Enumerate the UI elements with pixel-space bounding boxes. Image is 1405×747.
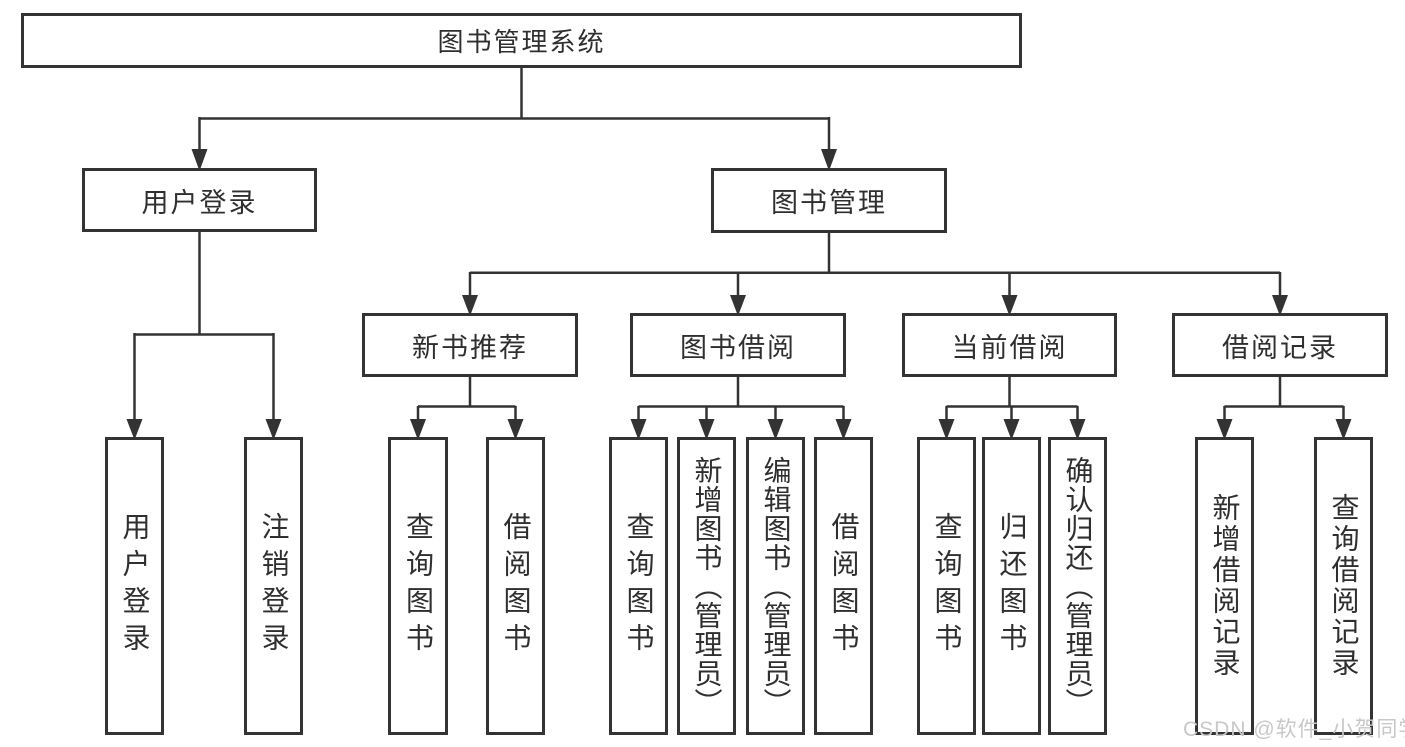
csdn-watermark: CSDN @软件_小贺同学 xyxy=(1183,718,1405,741)
arrowhead-group xyxy=(126,149,1352,440)
leaf-borrow-books-1: 借阅图书 xyxy=(486,437,545,735)
node-current-borrowing: 当前借阅 xyxy=(902,313,1117,377)
node-book-borrowing: 图书借阅 xyxy=(630,313,846,377)
leaf-borrow-books-2: 借阅图书 xyxy=(814,437,873,735)
leaf-query-books-2: 查询图书 xyxy=(609,437,668,735)
leaf-query-books-3: 查询图书 xyxy=(917,437,976,735)
node-new-book-recommend: 新书推荐 xyxy=(362,313,578,377)
node-borrowing-records: 借阅记录 xyxy=(1172,313,1388,377)
leaf-query-books-1: 查询图书 xyxy=(388,437,448,735)
node-book-management: 图书管理 xyxy=(711,168,947,233)
node-library-management-system: 图书管理系统 xyxy=(21,13,1022,68)
leaf-logout: 注销登录 xyxy=(244,437,303,735)
leaf-confirm-return-admin: 确认归还（管理员） xyxy=(1048,437,1107,735)
leaf-query-borrow-record: 查询借阅记录 xyxy=(1314,437,1373,735)
leaf-edit-books-admin: 编辑图书（管理员） xyxy=(746,437,805,735)
leaf-return-books: 归还图书 xyxy=(982,437,1041,735)
node-user-login: 用户登录 xyxy=(82,168,317,232)
leaf-add-books-admin: 新增图书（管理员） xyxy=(677,437,736,735)
leaf-add-borrow-record: 新增借阅记录 xyxy=(1195,437,1254,735)
leaf-user-login: 用户登录 xyxy=(105,437,164,735)
